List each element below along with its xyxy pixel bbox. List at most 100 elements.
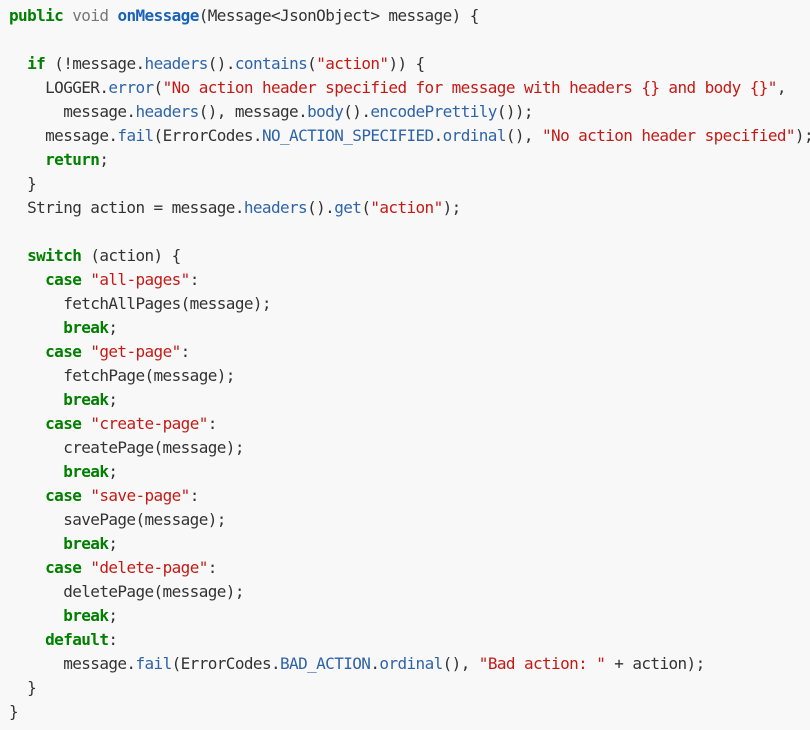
code-text: : [207,558,218,577]
code-text: (). [343,102,371,121]
code-text: ); [442,198,462,217]
code-method: headers [135,102,199,121]
code-line: case "create-page": [0,412,810,436]
code-text: ; [108,534,118,553]
code-text: + action); [605,654,705,673]
code-text: (ErrorCodes. [153,126,263,145]
code-line: } [0,700,810,724]
code-text: fetchAllPages(message); [9,294,271,313]
code-line: deletePage(message); [0,580,810,604]
code-keyword: break [63,534,109,553]
code-string: "No action header specified" [542,126,796,145]
code-line: break; [0,460,810,484]
code-text: fetchPage(message); [9,366,235,385]
code-text [9,414,45,433]
code-line [0,28,810,52]
code-text: (). [307,198,335,217]
code-method: headers [144,54,209,73]
code-method: body [307,102,344,121]
code-line: break; [0,316,810,340]
code-text: )) { [388,54,425,73]
code-line: String action = message.headers().get("a… [0,196,810,220]
code-method: encodePrettily [370,102,497,121]
code-text: ()); [496,102,534,121]
code-keyword: void [72,6,109,25]
code-text: (!message. [45,54,145,73]
code-function-name: onMessage [117,6,199,25]
code-method: fail [117,126,154,145]
code-text: (), [505,126,542,145]
code-text: (), [442,654,479,673]
code-line: public void onMessage(Message<JsonObject… [0,4,810,28]
code-text [9,246,27,265]
code-text: ( [153,78,164,97]
code-string: "No action header specified for message … [162,78,778,97]
code-text: (), message. [198,102,308,121]
code-text: } [9,702,19,721]
code-text: createPage(message); [9,438,244,457]
code-text [81,342,90,361]
code-line: message.headers(), message.body().encode… [0,100,810,124]
code-method: NO_ACTION_SPECIFIED [261,126,434,145]
code-line: break; [0,532,810,556]
code-string: "Bad action: " [478,654,606,673]
code-text: , [776,78,787,97]
code-string: "action" [370,198,443,217]
code-line: createPage(message); [0,436,810,460]
code-string: "create-page" [90,414,208,433]
code-text: (). [207,54,236,73]
code-string: "all-pages" [90,270,190,289]
code-text [9,270,45,289]
code-text: : [108,630,118,649]
code-text [9,390,63,409]
code-text: ( [361,198,371,217]
code-text: savePage(message); [9,510,226,529]
code-text [9,534,63,553]
code-text: message. [9,102,136,121]
code-text [9,630,45,649]
code-keyword: case [45,342,82,361]
code-text [63,6,72,25]
code-text: ); [794,126,810,145]
code-line: } [0,172,810,196]
code-text: : [189,486,200,505]
code-line: fetchAllPages(message); [0,292,810,316]
code-method: get [334,198,362,217]
code-text: . [433,126,444,145]
code-method: ordinal [442,126,507,145]
code-text: (ErrorCodes. [171,654,281,673]
code-method: error [108,78,154,97]
code-text: (action) { [81,246,181,265]
code-text: } [9,174,37,193]
code-string: "get-page" [90,342,181,361]
code-text [9,150,45,169]
code-text [81,414,90,433]
code-text: ( [307,54,317,73]
code-line [0,220,810,244]
code-line: if (!message.headers().contains("action"… [0,52,810,76]
code-text: (Message<JsonObject> message) { [198,6,480,25]
code-line: case "get-page": [0,340,810,364]
code-text [81,270,90,289]
code-line: message.fail(ErrorCodes.BAD_ACTION.ordin… [0,652,810,676]
code-keyword: case [45,414,82,433]
code-text: : [207,414,218,433]
code-text [9,342,45,361]
code-text [9,606,63,625]
code-keyword: case [45,270,82,289]
code-text: message. [9,654,136,673]
code-string: "action" [316,54,389,73]
code-line: break; [0,388,810,412]
code-keyword: return [45,150,100,169]
code-keyword: public [9,6,64,25]
code-line: case "delete-page": [0,556,810,580]
code-keyword: break [63,318,109,337]
code-line: case "save-page": [0,484,810,508]
code-text: LOGGER. [9,78,109,97]
code-text: ; [108,390,118,409]
code-text [9,486,45,505]
code-keyword: case [45,558,82,577]
code-text: ; [108,462,118,481]
code-method: BAD_ACTION [280,654,371,673]
